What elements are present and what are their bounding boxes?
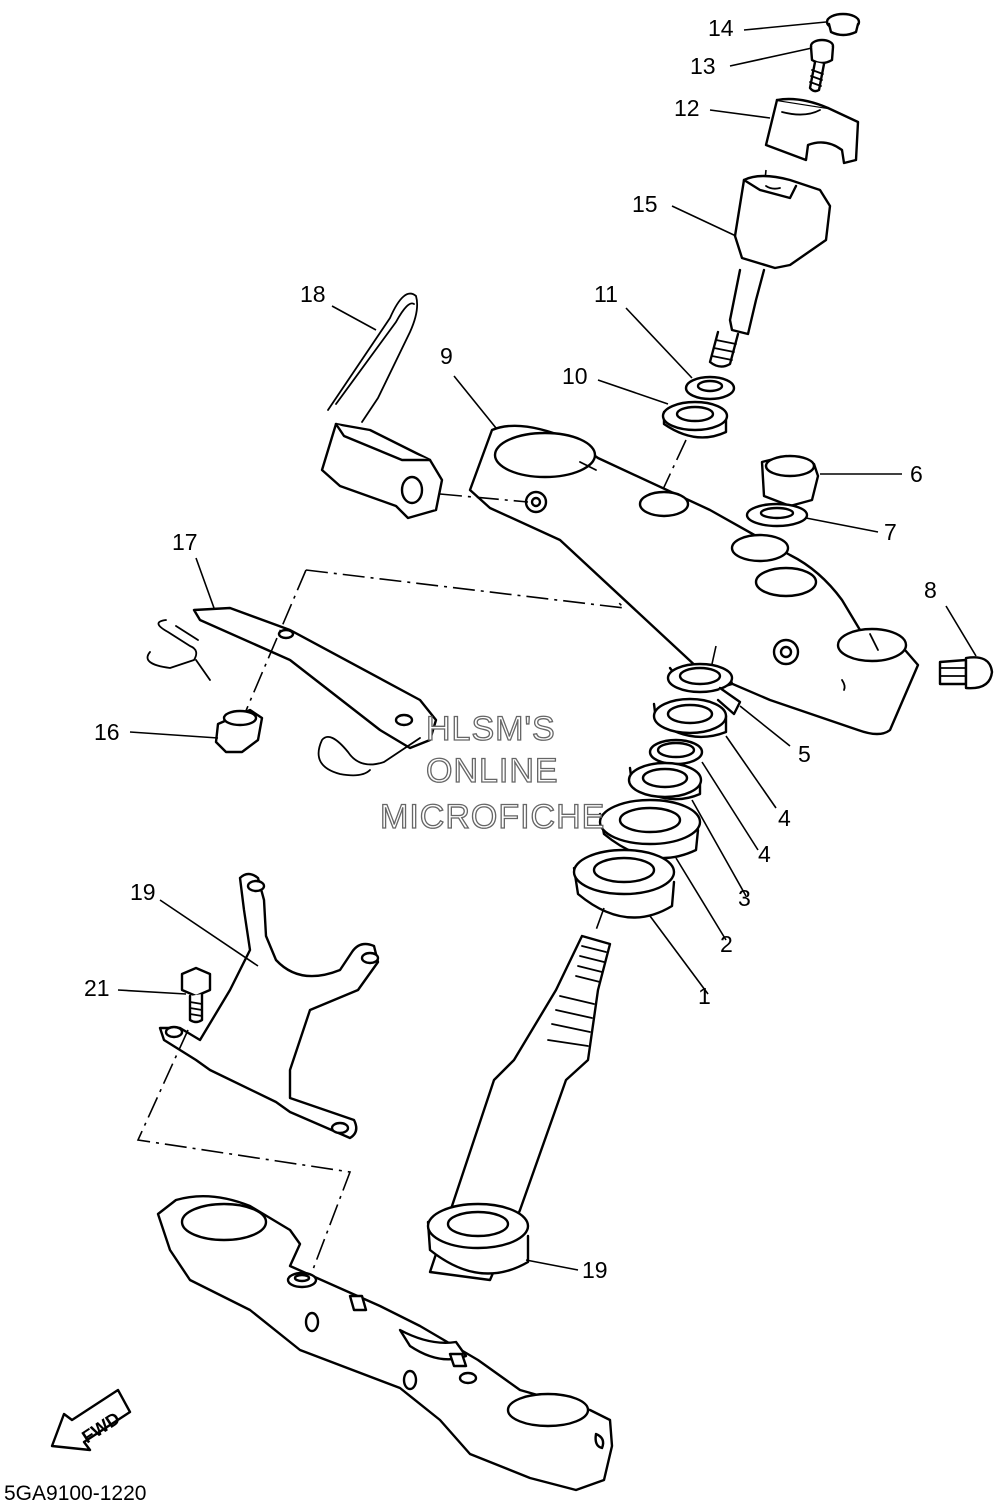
part-10-bolt [938,656,994,690]
leader-lines [117,21,977,1271]
callout-20: 19 [130,879,156,905]
part-4-ring-nut-lower [627,761,703,801]
callout-21: 21 [84,975,110,1001]
callout-16: 15 [632,191,658,217]
lower-bracket [156,1195,614,1492]
watermark: HLSM'S ONLINE MICROFICHE [379,709,605,836]
part-18-plate [146,606,438,777]
part-6-lock-washer [666,662,742,716]
part-14-bolt [808,38,835,93]
callout-10: 8 [924,577,937,603]
part-15-cap [825,12,861,37]
callout-1: 1 [698,983,711,1009]
callout-15: 14 [708,15,734,41]
part-16-lower-holder [708,174,832,368]
part-1-bearing-upper [572,848,676,919]
diagram-code: 5GA9100-1220 [4,1482,146,1505]
callout-12: 11 [594,281,618,307]
callout-4-upper: 4 [778,805,791,831]
part-19-wire-holder [320,292,444,520]
callout-labels: 14 13 12 15 11 10 18 9 6 7 8 17 16 5 4 4… [84,15,937,1283]
part-4-ring-nut-upper [652,697,728,739]
callout-6: 5 [798,741,811,767]
part-5-rubber-washer [648,738,704,766]
part-13-upper-holder [764,97,860,165]
callout-14: 13 [690,53,716,79]
callout-17: 16 [94,719,120,745]
callout-19: 18 [300,281,326,307]
callout-11: 10 [562,363,588,389]
callout-9: 9 [440,343,453,369]
callout-4-lower: 3 [738,885,751,911]
part-20-bracket [158,872,380,1140]
callout-13: 12 [674,95,700,121]
watermark-line-1: HLSM'S [426,710,556,748]
callout-2: 19 [582,1257,608,1283]
callout-3: 2 [720,931,733,957]
watermark-line-3: MICROFICHE [380,798,605,836]
callout-5: 4 [758,841,771,867]
part-8-washer [745,502,809,528]
part-7-nut [760,454,820,508]
part-11-washer [661,400,729,439]
callout-7: 6 [910,461,923,487]
part-9-upper-bracket [468,424,920,736]
part-3-bearing-cover [598,798,702,860]
watermark-line-2: ONLINE [426,752,559,790]
part-12-washer [684,375,736,401]
part-17-nut [214,708,264,754]
callout-18: 17 [172,529,198,555]
fwd-arrow-icon: FWD [50,1388,132,1452]
callout-8: 7 [884,519,897,545]
part-21-bolt [180,966,212,1024]
part-2-bearing-lower [426,1202,530,1275]
